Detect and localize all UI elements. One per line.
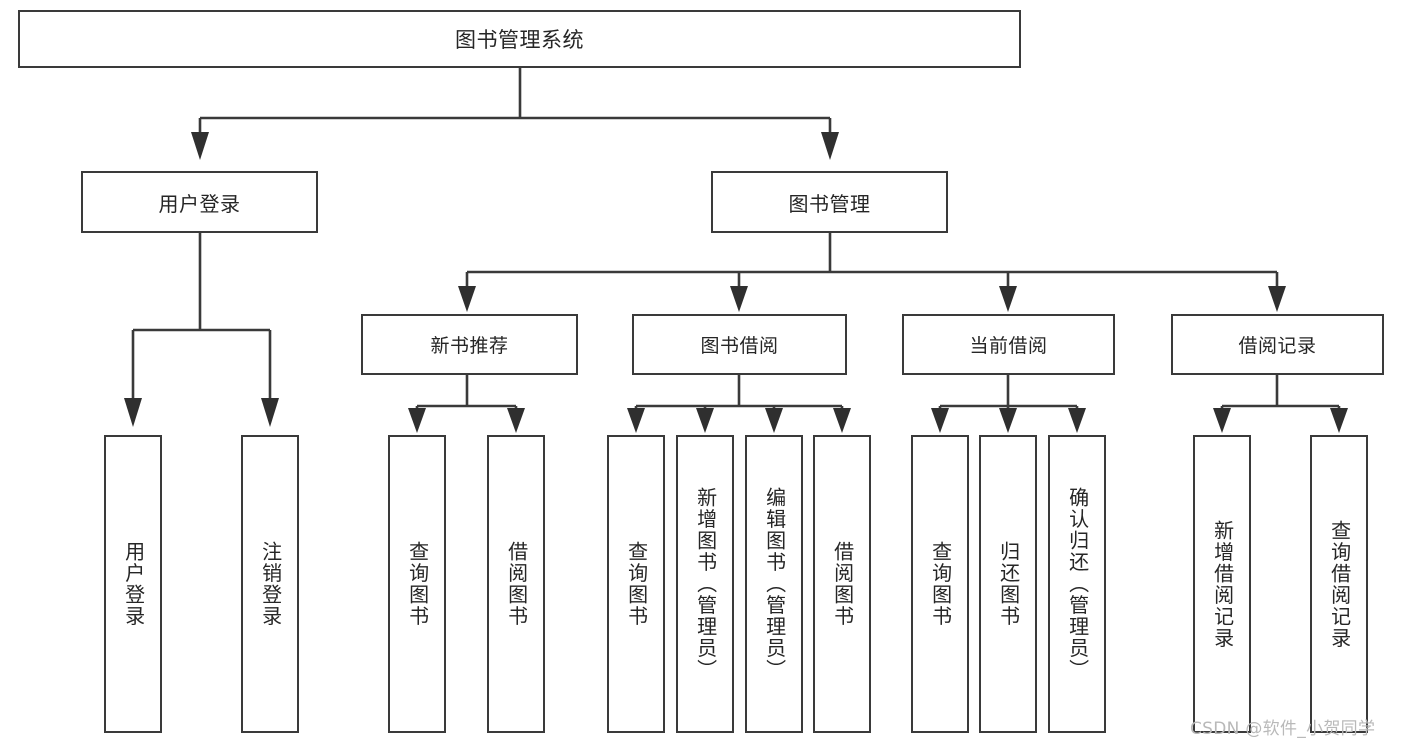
- leaf-borrow-book[interactable]: 借阅图书: [813, 435, 871, 733]
- node-label: 查询图书: [624, 541, 649, 627]
- node-book-manage[interactable]: 图书管理: [711, 171, 948, 233]
- arrow-leaf-borrow-book-1: [507, 408, 525, 433]
- leaf-user-logout[interactable]: 注销登录: [241, 435, 299, 733]
- node-label: 查询图书: [405, 541, 430, 627]
- node-label: 用户登录: [121, 541, 146, 627]
- node-label: 查询图书: [928, 541, 953, 627]
- arrow-leaf-query-book-3: [931, 408, 949, 433]
- arrow-book-borrow: [730, 286, 748, 312]
- node-label: 新增图书（管理员）: [693, 487, 718, 681]
- node-label: 图书管理: [788, 191, 871, 216]
- arrow-leaf-query-book-2: [627, 408, 645, 433]
- node-label: 新书推荐: [430, 335, 509, 357]
- leaf-add-book[interactable]: 新增图书（管理员）: [676, 435, 734, 733]
- leaf-return-book[interactable]: 归还图书: [979, 435, 1037, 733]
- arrow-leaf-query-book-1: [408, 408, 426, 433]
- arrow-borrow-record: [1268, 286, 1286, 312]
- leaf-borrow-book-new-rec[interactable]: 借阅图书: [487, 435, 545, 733]
- node-label: 确认归还（管理员）: [1065, 487, 1090, 681]
- leaf-query-book-borrow[interactable]: 查询图书: [607, 435, 665, 733]
- arrow-leaf-return-book: [999, 408, 1017, 433]
- arrow-new-book-rec: [458, 286, 476, 312]
- node-label: 编辑图书（管理员）: [762, 487, 787, 681]
- arrow-leaf-borrow-book-2: [833, 408, 851, 433]
- arrow-leaf-query-record: [1330, 408, 1348, 433]
- node-label: 新增借阅记录: [1210, 519, 1235, 649]
- node-label: 注销登录: [258, 541, 283, 627]
- node-label: 借阅图书: [504, 541, 529, 627]
- arrow-leaf-user-logout: [261, 398, 279, 427]
- leaf-edit-book[interactable]: 编辑图书（管理员）: [745, 435, 803, 733]
- node-label: 借阅图书: [830, 541, 855, 627]
- node-label: 借阅记录: [1238, 335, 1317, 357]
- node-label: 当前借阅: [969, 335, 1048, 357]
- leaf-query-book-new-rec[interactable]: 查询图书: [388, 435, 446, 733]
- arrow-leaf-user-login: [124, 398, 142, 427]
- node-label: 图书借阅: [700, 335, 779, 357]
- arrow-user-login: [191, 132, 209, 160]
- arrow-leaf-add-record: [1213, 408, 1231, 433]
- node-label: 归还图书: [996, 541, 1021, 627]
- arrow-leaf-edit-book: [765, 408, 783, 433]
- arrow-leaf-add-book: [696, 408, 714, 433]
- leaf-add-borrow-record[interactable]: 新增借阅记录: [1193, 435, 1251, 733]
- leaf-query-book-current[interactable]: 查询图书: [911, 435, 969, 733]
- leaf-confirm-return[interactable]: 确认归还（管理员）: [1048, 435, 1106, 733]
- node-label: 查询借阅记录: [1327, 519, 1352, 649]
- arrow-book-manage: [821, 132, 839, 160]
- node-borrow-record[interactable]: 借阅记录: [1171, 314, 1384, 375]
- node-user-login[interactable]: 用户登录: [81, 171, 318, 233]
- arrow-current-borrow: [999, 286, 1017, 312]
- arrow-leaf-confirm-return: [1068, 408, 1086, 433]
- node-label: 用户登录: [158, 191, 241, 216]
- node-current-borrow[interactable]: 当前借阅: [902, 314, 1115, 375]
- leaf-query-borrow-record[interactable]: 查询借阅记录: [1310, 435, 1368, 733]
- node-root-system[interactable]: 图书管理系统: [18, 10, 1021, 68]
- node-new-book-rec[interactable]: 新书推荐: [361, 314, 578, 375]
- node-label: 图书管理系统: [455, 28, 584, 52]
- leaf-user-login[interactable]: 用户登录: [104, 435, 162, 733]
- node-book-borrow[interactable]: 图书借阅: [632, 314, 847, 375]
